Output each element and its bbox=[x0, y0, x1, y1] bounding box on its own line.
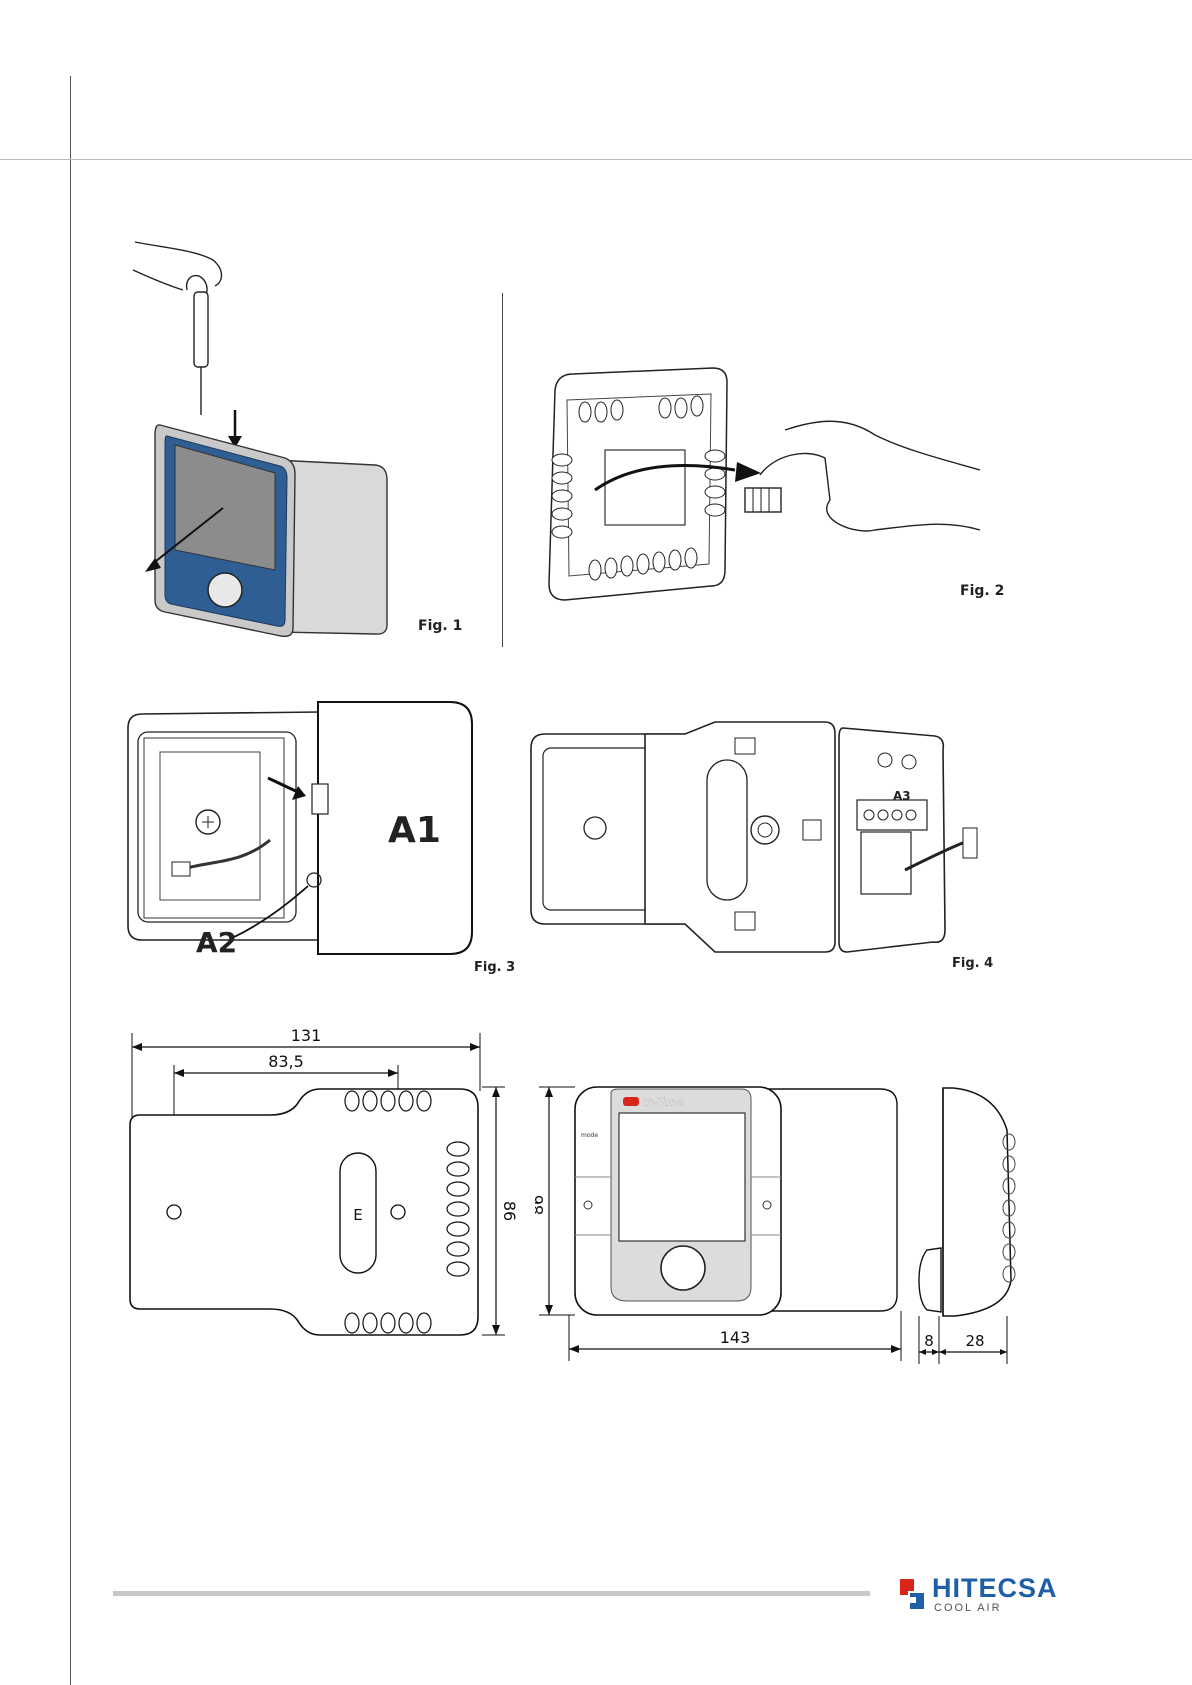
fig4-caption: Fig. 4 bbox=[952, 956, 993, 971]
fig4-label-a3: A3 bbox=[893, 789, 911, 803]
dim-base-height: 86 bbox=[500, 1201, 519, 1221]
dim-screw-label: E bbox=[353, 1206, 362, 1224]
hitecsa-logo-icon bbox=[898, 1575, 926, 1613]
hitecsa-logo: HITECSA COOL AIR bbox=[898, 1575, 1088, 1615]
left-margin-rule bbox=[70, 76, 71, 1685]
dim-front-height: 86 bbox=[535, 1195, 547, 1215]
hitecsa-logo-subtext: COOL AIR bbox=[934, 1602, 1002, 1614]
fig3-label-a2: A2 bbox=[196, 926, 237, 959]
fig2-caption: Fig. 2 bbox=[960, 583, 1004, 599]
dim-knob-depth: 8 bbox=[924, 1332, 934, 1350]
fig2-drawing bbox=[525, 360, 995, 610]
dimension-drawing-side: 8 28 bbox=[915, 1080, 1020, 1365]
device-brand-label: th-Tune bbox=[643, 1096, 684, 1109]
dim-body-depth: 28 bbox=[965, 1332, 984, 1350]
device-mode-label: mode bbox=[581, 1132, 598, 1139]
dimension-drawing-front: 86 143 th-Tune mode bbox=[535, 1075, 915, 1365]
fig3-caption: Fig. 3 bbox=[474, 960, 515, 975]
header-rule bbox=[0, 159, 1192, 160]
fig1-drawing bbox=[125, 240, 470, 640]
dimension-drawing-base: 131 83,5 E 86 bbox=[120, 1025, 520, 1370]
hitecsa-logo-text: HITECSA bbox=[932, 1573, 1058, 1604]
footer-rule bbox=[113, 1591, 870, 1596]
fig4-drawing bbox=[525, 720, 995, 960]
dim-base-width: 131 bbox=[291, 1026, 322, 1045]
dim-front-width: 143 bbox=[720, 1328, 751, 1347]
figure-separator bbox=[502, 293, 503, 647]
fig3-label-a1: A1 bbox=[388, 810, 441, 851]
dim-hole-spacing: 83,5 bbox=[268, 1052, 304, 1071]
fig1-caption: Fig. 1 bbox=[418, 618, 462, 634]
